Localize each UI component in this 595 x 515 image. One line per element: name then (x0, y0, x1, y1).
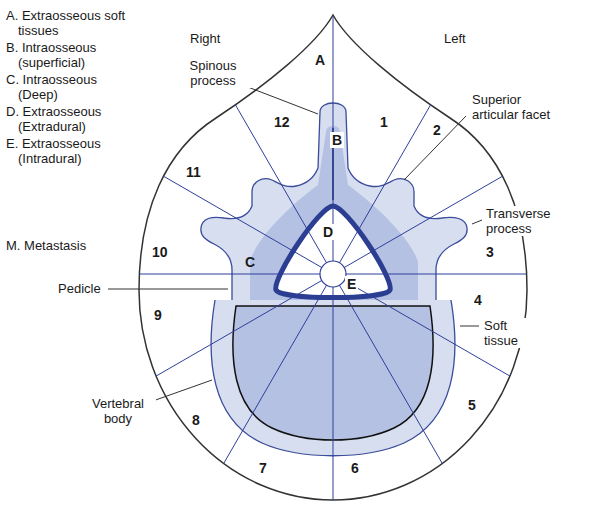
zone-letter: B (330, 132, 344, 148)
part-label: Soft tissue (482, 318, 532, 348)
zone-letter: E (345, 276, 358, 292)
legend-entry: D. Extraosseous (Extradural) (6, 104, 126, 134)
zone-letter: A (315, 52, 325, 68)
sector-number: 12 (274, 114, 290, 130)
sector-number: 10 (152, 244, 168, 260)
side-label: Right (190, 31, 220, 46)
sector-number: 4 (474, 292, 482, 308)
part-label: Pedicle (56, 281, 103, 296)
sector-number: 9 (154, 307, 162, 323)
side-label: Left (444, 31, 466, 46)
legend-entry: A. Extraosseous soft tissues (6, 8, 126, 38)
sector-number: 2 (433, 122, 441, 138)
legend-entry: E. Extraosseous (Intradural) (6, 136, 126, 166)
sector-number: 7 (259, 460, 267, 476)
sector-number: 5 (468, 397, 476, 413)
sector-number: 11 (186, 164, 201, 180)
part-label: Transverse process (484, 206, 570, 236)
zone-letter: C (245, 254, 255, 270)
sector-number: 6 (351, 460, 359, 476)
zone-letter: D (321, 224, 335, 240)
sector-number: 3 (486, 244, 494, 260)
part-label: Spinous process (175, 58, 251, 88)
sector-number: 1 (380, 114, 388, 130)
part-label: Vertebral body (80, 396, 156, 426)
sector-number: 8 (192, 412, 200, 428)
legend-entry: C. Intraosseous (Deep) (6, 72, 126, 102)
legend-entry: B. Intraosseous (superficial) (6, 40, 126, 70)
legend-entry: M. Metastasis (6, 238, 126, 253)
part-label: Superior articular facet (470, 92, 572, 122)
